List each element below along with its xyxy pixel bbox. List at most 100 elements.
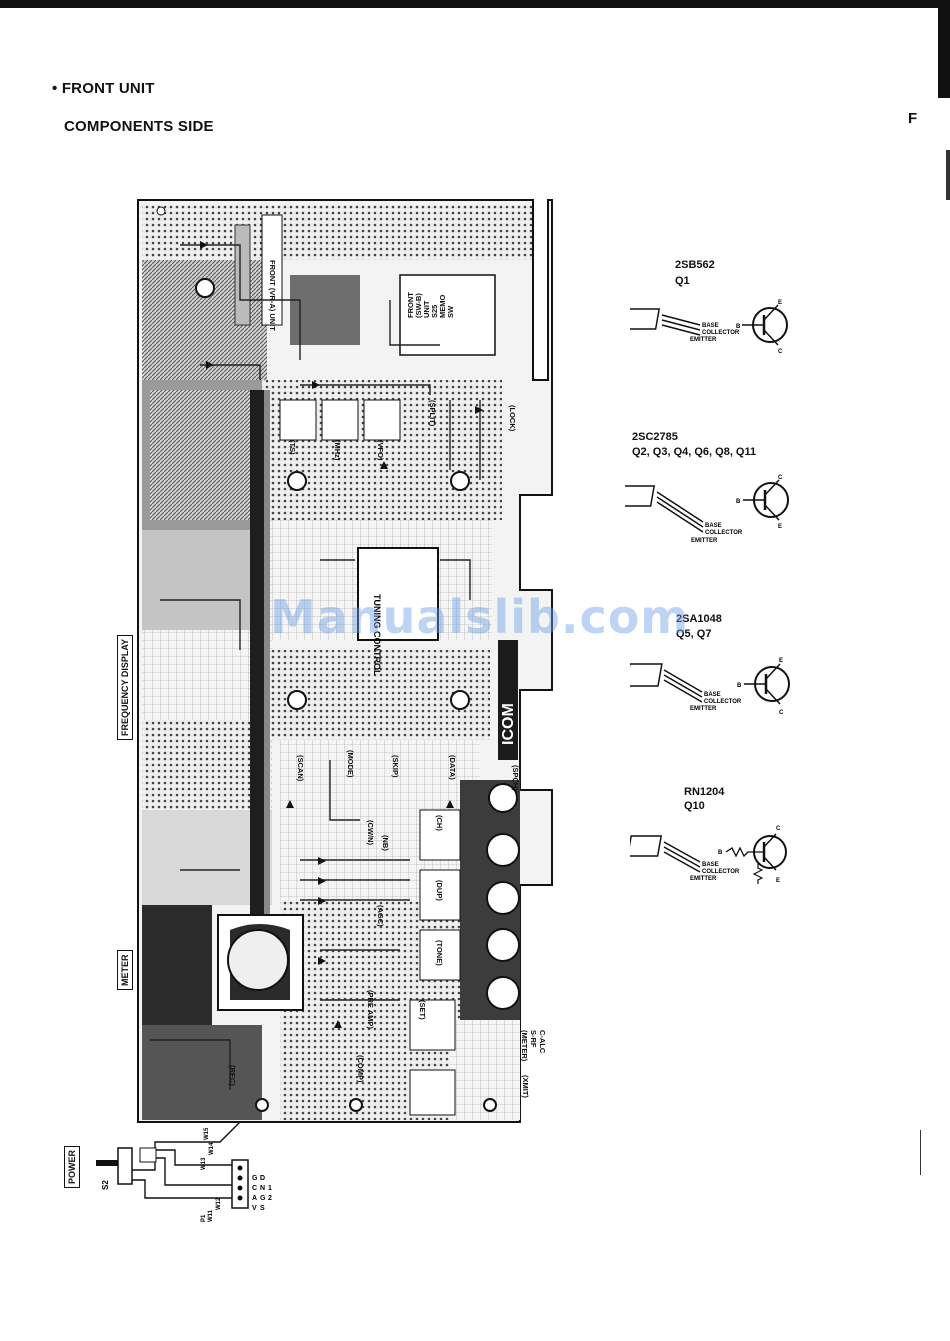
front-unit-b-line-4: S25: [430, 305, 439, 318]
switch-label-set: (SET): [418, 1000, 427, 1020]
connector-signal-v: V: [252, 1205, 257, 1212]
tuning-control-ic: TUNING CONTROL: [357, 547, 439, 676]
pin-collector: COLLECTOR: [702, 869, 740, 875]
switch-label-skip: (SKIP): [391, 755, 400, 778]
switch-label-spch: (SPCH): [511, 765, 520, 791]
round-buttons: [486, 783, 520, 1010]
page-bracket-mark: [920, 1130, 924, 1175]
switch-label-split: (SPLIT): [428, 400, 437, 427]
meter-label: METER: [117, 950, 133, 990]
terminal-b: B: [736, 499, 741, 505]
copper-regions: [142, 205, 532, 1120]
pin-emitter: EMITTER: [691, 538, 718, 544]
terminal-e: E: [779, 658, 783, 664]
pin-base: BASE: [702, 323, 719, 329]
component-refs: Q5, Q7: [676, 628, 712, 640]
component-refs: Q10: [684, 800, 705, 812]
terminal-c: C: [776, 826, 781, 832]
frequency-display-label: FREQUENCY DISPLAY: [117, 634, 133, 740]
front-unit-b-line-1: FRONT: [406, 292, 415, 318]
connector-signal-s: S: [260, 1205, 265, 1212]
front-unit-b-line-5: MEMO: [438, 295, 447, 318]
tuning-ic-label: TUNING CONTROL: [372, 594, 382, 676]
pcb-traces: [150, 244, 481, 1090]
switch-label-ts: (TS): [288, 440, 297, 455]
connector-signal-c: C: [252, 1185, 257, 1192]
switch-label-dup: (DUP): [435, 880, 444, 901]
pin-emitter: EMITTER: [690, 706, 717, 712]
mounting-holes: [156, 206, 497, 1112]
terminal-e: E: [778, 524, 782, 530]
switch-label-agc: (AGC): [376, 905, 385, 927]
brand-logo: ICOM: [500, 703, 517, 745]
connector-pin-w13: W13: [201, 1157, 207, 1170]
connector-signal-g2: G: [260, 1195, 266, 1202]
meter-legend-srf: S-RF: [529, 1030, 538, 1048]
component-part-number: RN1204: [684, 786, 725, 798]
component-refs: Q2, Q3, Q4, Q6, Q8, Q11: [632, 446, 757, 458]
page-edge-mark-2: [946, 150, 950, 200]
page-edge-mark: [938, 8, 950, 98]
connector-signal-1: 1: [268, 1185, 272, 1192]
connector-pin-w12: W12: [216, 1197, 222, 1210]
pin-base: BASE: [704, 692, 721, 698]
front-unit-b-line-6: SW: [446, 305, 455, 318]
power-wiring: S2 P1 W11 W12 W13 W14 W15 V A C G S G N …: [96, 1121, 272, 1222]
switch-label-preamp: (PRE AMP): [366, 990, 375, 1029]
component-part-number: 2SA1048: [676, 613, 722, 625]
connector-signal-d: D: [260, 1175, 265, 1182]
front-unit-a-label: FRONT (VR-A) UNIT: [268, 260, 277, 331]
display-connector-strip: [250, 390, 270, 920]
connector-pin-w11: W11: [208, 1209, 214, 1222]
pin-base: BASE: [705, 523, 722, 529]
connector-signal-2: 2: [268, 1195, 272, 1202]
diodes: [200, 241, 483, 1028]
board-labels: FRONT (VR-A) UNIT FRONT (SW-B) UNIT S25 …: [228, 260, 547, 1098]
transistor-resistor-npn-icon: BASE COLLECTOR EMITTER C B E: [630, 826, 787, 884]
switch-label-comp: (COMP): [356, 1055, 365, 1083]
front-unit-b-line-2: (SW-B): [414, 293, 423, 318]
connector-signal-a: A: [252, 1195, 257, 1202]
switch-label-scan: (SCAN): [296, 755, 305, 782]
watermark: Manualslib.com: [270, 590, 690, 644]
switch-blocks: [279, 399, 461, 1116]
terminal-b: B: [736, 324, 741, 330]
power-switch-ref: S2: [101, 1180, 110, 1190]
pin-collector: COLLECTOR: [702, 330, 740, 336]
component-part-number: 2SB562: [675, 259, 715, 271]
icom-brand: ICOM: [498, 640, 518, 760]
component-part-number: 2SC2785: [632, 431, 678, 443]
terminal-c: C: [778, 475, 783, 481]
section-title: • FRONT UNIT: [52, 80, 155, 97]
page-top-edge: [0, 0, 950, 8]
component-2sa1048: 2SA1048 Q5, Q7 BASE COLLECTOR EMITTER E …: [630, 612, 800, 727]
xmit-label: (XMIT): [521, 1075, 530, 1098]
terminal-e: E: [778, 300, 782, 306]
component-rn1204: RN1204 Q10 BASE COLLECTOR EMITTER C B E: [630, 785, 800, 900]
transistor-pnp-icon: BASE COLLECTOR EMITTER E B C: [630, 658, 790, 716]
transistor-npn-icon: BASE COLLECTOR EMITTER C B E: [625, 475, 789, 544]
switch-label-vfo: (VFO): [376, 440, 385, 461]
front-unit-b-line-3: UNIT: [422, 300, 431, 318]
pin-collector: COLLECTOR: [705, 530, 743, 536]
pin-collector: COLLECTOR: [704, 699, 742, 705]
switch-label-rec: (REC): [228, 1065, 237, 1086]
connector-signal-g: G: [252, 1175, 258, 1182]
terminal-b: B: [718, 850, 723, 856]
pin-base: BASE: [702, 862, 719, 868]
page-letter: F: [908, 110, 918, 127]
switch-label-ch: (CH): [435, 815, 444, 831]
pin-emitter: EMITTER: [690, 337, 717, 343]
connector-pin-w14: W14: [209, 1142, 215, 1155]
power-label: POWER: [64, 1145, 80, 1188]
subsection-title: COMPONENTS SIDE: [64, 118, 214, 135]
pin-emitter: EMITTER: [690, 876, 717, 882]
terminal-c: C: [778, 349, 783, 355]
component-2sb562: 2SB562 Q1 BASE COLLECTOR EMITTER E B C: [630, 258, 790, 368]
switch-label-mode: (MODE): [346, 750, 355, 778]
component-2sc2785: 2SC2785 Q2, Q3, Q4, Q6, Q8, Q11 BASE COL…: [625, 430, 795, 550]
terminal-e: E: [776, 878, 780, 884]
switch-label-mhz: (MHz): [333, 440, 342, 461]
switch-label-data: (DATA): [448, 755, 457, 780]
